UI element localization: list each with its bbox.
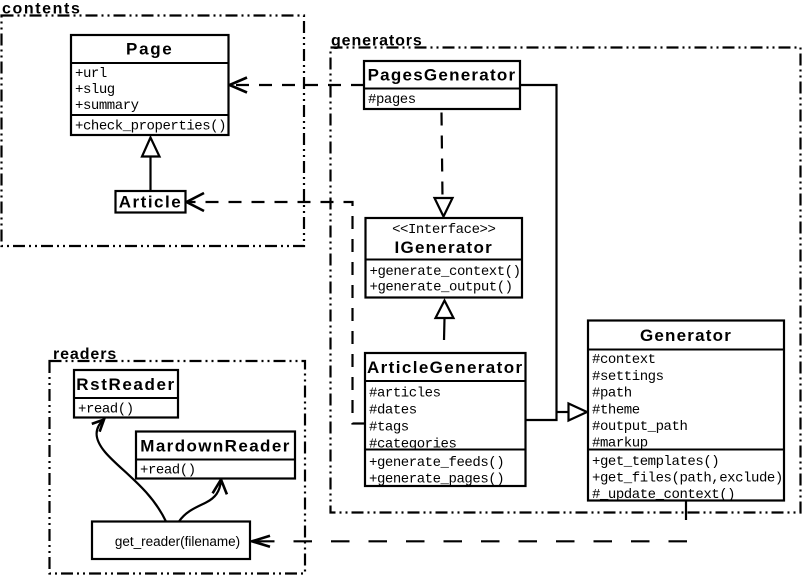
svg-text:#context: #context <box>592 352 656 368</box>
svg-text:Page: Page <box>126 40 173 59</box>
svg-text:#articles: #articles <box>369 385 441 401</box>
svg-text:+summary: +summary <box>75 98 139 114</box>
svg-text:+get_files(path,exclude): +get_files(path,exclude) <box>592 471 783 487</box>
svg-text:ArticleGenerator: ArticleGenerator <box>367 358 524 377</box>
svg-text:#dates: #dates <box>369 402 417 418</box>
svg-text:+read(): +read() <box>78 401 134 417</box>
svg-text:PagesGenerator: PagesGenerator <box>368 66 517 85</box>
svg-text:#categories: #categories <box>369 436 457 452</box>
svg-text:#_update_context(): #_update_context() <box>592 487 735 503</box>
svg-text:+slug: +slug <box>75 82 115 98</box>
svg-text:generators: generators <box>331 33 423 50</box>
svg-text:#settings: #settings <box>592 369 664 385</box>
svg-text:RstReader: RstReader <box>76 375 175 394</box>
svg-text:#markup: #markup <box>592 436 648 452</box>
svg-text:#tags: #tags <box>369 419 409 435</box>
svg-text:#pages: #pages <box>368 92 416 108</box>
svg-text:+generate_feeds(): +generate_feeds() <box>369 455 504 471</box>
svg-text:get_reader(filename): get_reader(filename) <box>115 534 240 549</box>
svg-text:Generator: Generator <box>640 326 732 345</box>
svg-text:#theme: #theme <box>592 402 640 418</box>
svg-text:+generate_output(): +generate_output() <box>370 280 513 296</box>
svg-text:#output_path: #output_path <box>592 419 687 435</box>
svg-text:+get_templates(): +get_templates() <box>592 454 719 470</box>
svg-text:readers: readers <box>53 346 117 363</box>
svg-text:IGenerator: IGenerator <box>395 238 493 257</box>
svg-text:<<Interface>>: <<Interface>> <box>392 222 495 238</box>
svg-text:+generate_pages(): +generate_pages() <box>369 472 504 488</box>
svg-text:MardownReader: MardownReader <box>140 436 290 455</box>
svg-text:Article: Article <box>119 193 182 212</box>
svg-text:+url: +url <box>75 66 107 82</box>
svg-text:+check_properties(): +check_properties() <box>75 118 226 134</box>
svg-text:+generate_context(): +generate_context() <box>370 264 521 280</box>
svg-text:+read(): +read() <box>140 462 196 478</box>
svg-text:contents: contents <box>2 1 81 18</box>
svg-text:#path: #path <box>592 386 632 402</box>
